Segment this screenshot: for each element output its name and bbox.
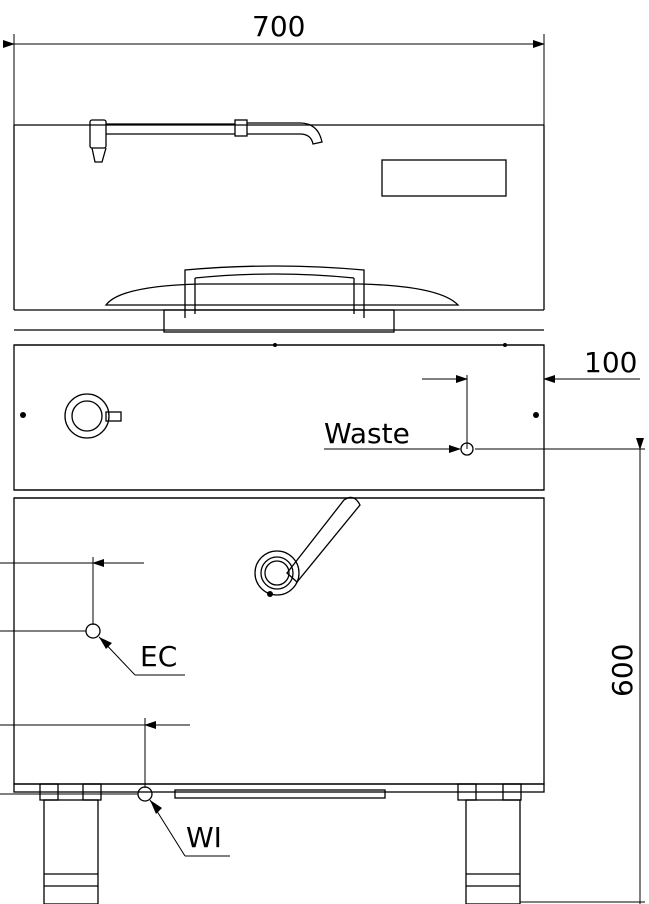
waste-outlet: Waste: [324, 417, 645, 456]
ec-point: [85, 623, 101, 639]
control-panel: [381, 159, 507, 197]
lower-cabinet: [13, 496, 545, 801]
wi-point: [137, 786, 153, 802]
ec-label: EC: [140, 640, 177, 673]
legs: [43, 799, 521, 904]
faucet-assembly: [89, 119, 323, 163]
ec-connection: EC: [0, 557, 185, 676]
side-offset-dimension: 100: [422, 346, 640, 449]
width-dimension: 700: [3, 10, 545, 130]
side-offset-label: 100: [584, 346, 637, 379]
waste-point: [460, 442, 474, 456]
front-panel: [13, 343, 545, 499]
tilt-handle: [286, 496, 361, 583]
wok-pan: [104, 265, 460, 333]
width-dimension-label: 700: [252, 10, 305, 43]
right-leg: [465, 799, 521, 904]
gas-knob: [64, 393, 110, 439]
tilt-handle-hub: [254, 550, 300, 596]
wi-label: WI: [186, 821, 222, 854]
bottom-drain-tray: [174, 789, 386, 799]
height-dimension-label: 600: [606, 644, 639, 697]
wi-connection: WI: [0, 718, 230, 857]
left-leg: [43, 799, 99, 904]
waste-label: Waste: [324, 417, 410, 450]
height-dimension: 600: [520, 438, 645, 904]
